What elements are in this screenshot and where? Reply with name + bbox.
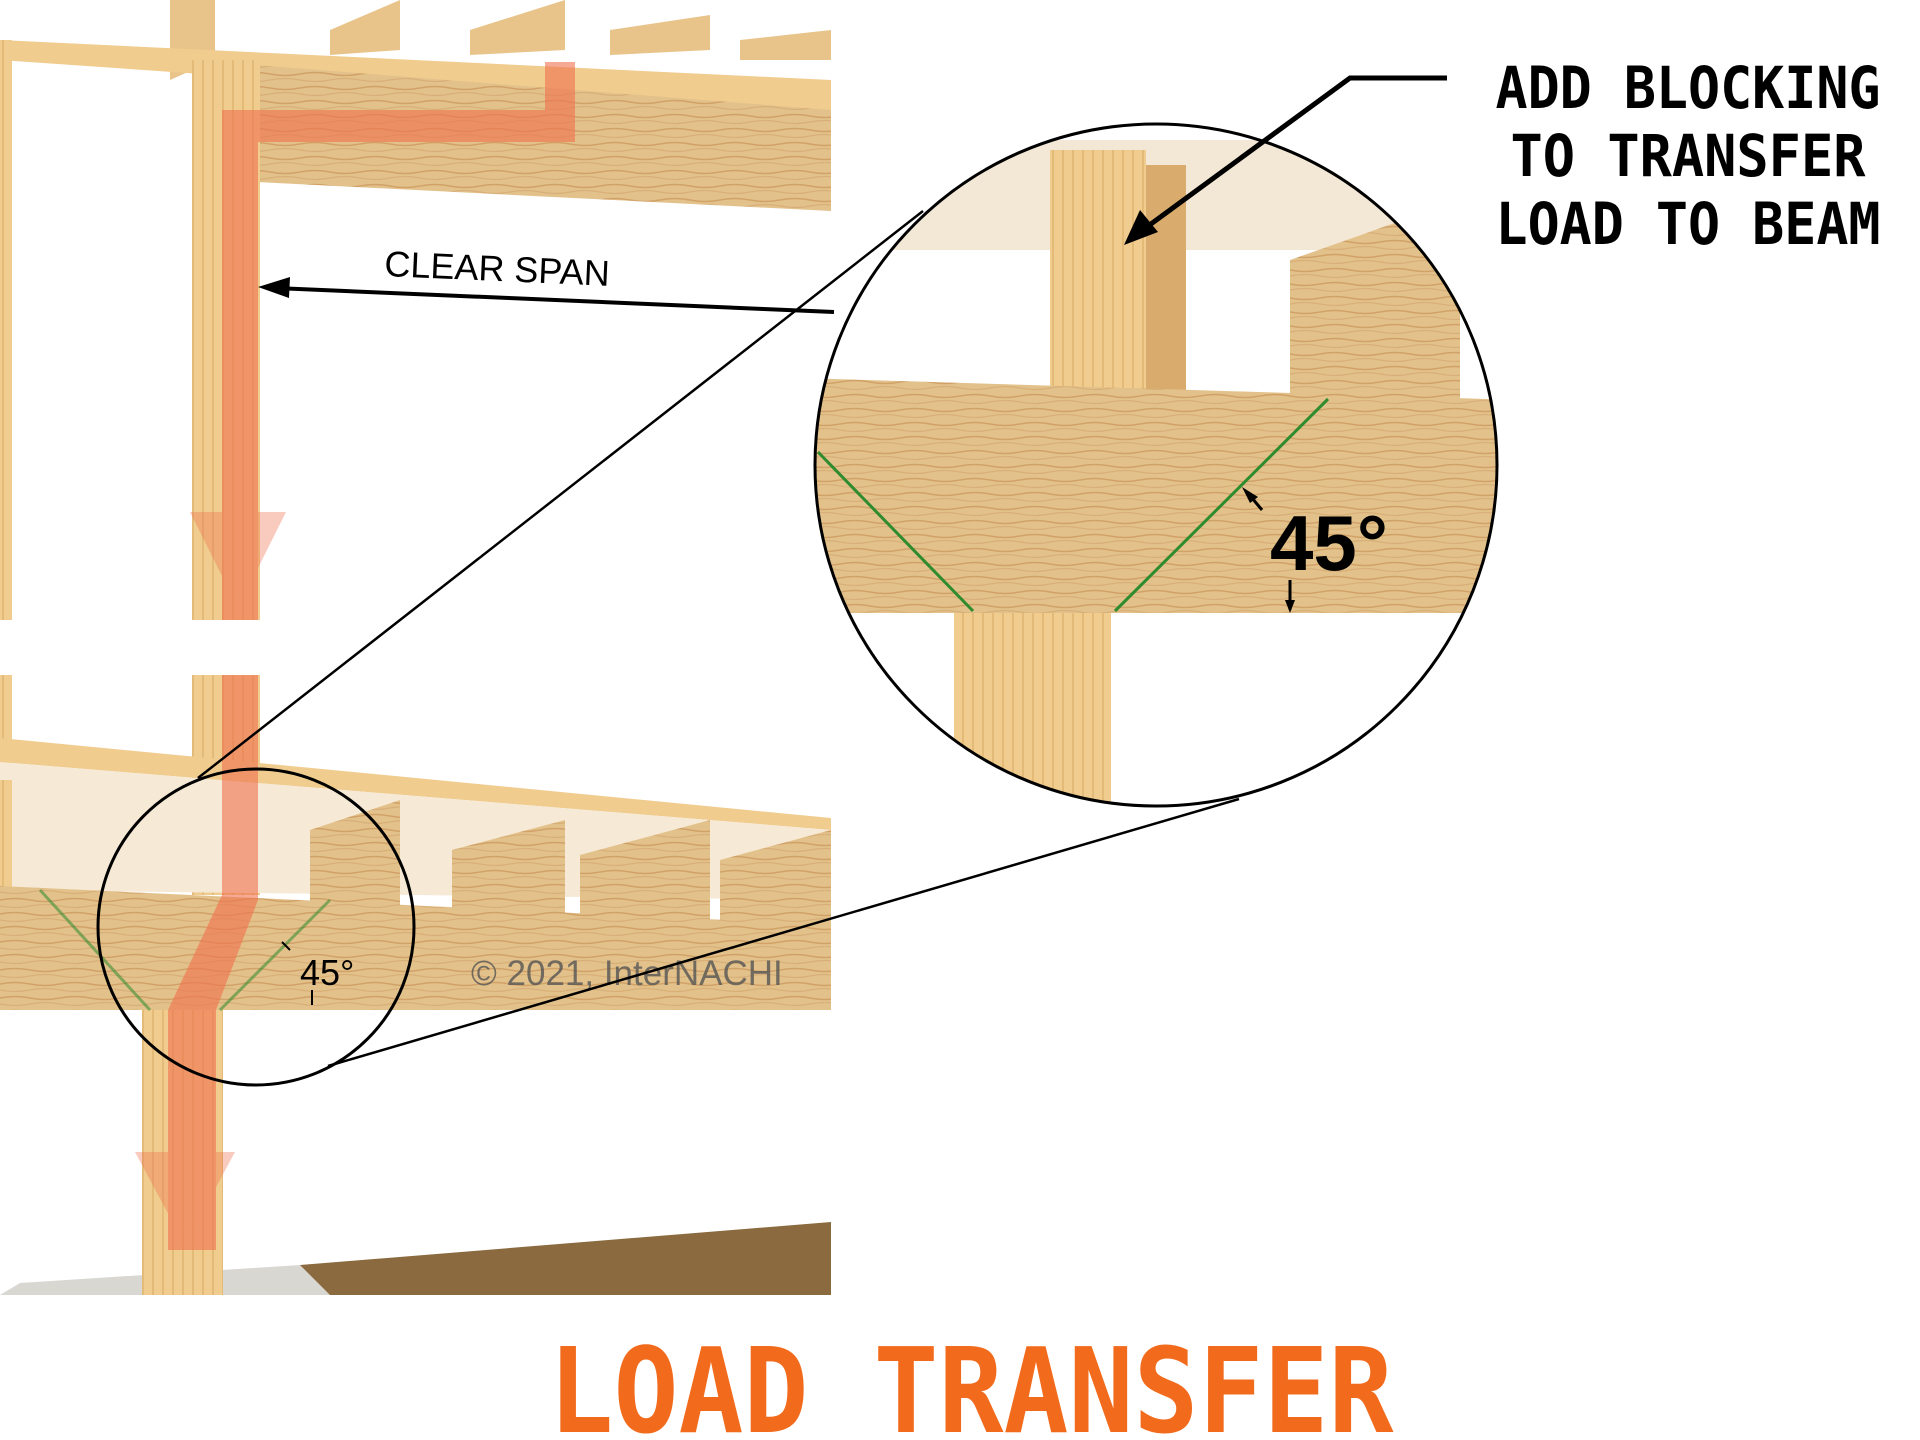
svg-text:LOAD TO BEAM: LOAD TO BEAM	[1496, 190, 1881, 258]
blocking-stud-2	[1146, 165, 1186, 390]
load-arrow	[135, 62, 575, 1250]
angle-label-small: 45°	[300, 952, 354, 993]
svg-text:ADD BLOCKING: ADD BLOCKING	[1496, 54, 1881, 122]
left-edge-stud	[0, 40, 12, 620]
detail-circle-small	[96, 767, 416, 1087]
ground	[300, 1222, 831, 1295]
callout-text: ADD BLOCKING TO TRANSFER LOAD TO BEAM	[1496, 54, 1881, 258]
arrowhead-icon	[1124, 210, 1158, 245]
lower-joists	[310, 800, 831, 925]
arrowhead-icon	[258, 277, 290, 298]
magnified-beam	[815, 378, 1497, 613]
angle-label-large: 45°	[1270, 499, 1388, 587]
copyright-watermark: © 2021, InterNACHI	[471, 954, 783, 993]
lower-top-plate	[0, 738, 831, 830]
detail-circle-large	[813, 122, 1499, 808]
framing-illustration: © 2021, InterNACHI 45°	[0, 0, 831, 1295]
magnify-line-top	[197, 210, 924, 779]
diagram-title: LOAD TRANSFER	[549, 1322, 1395, 1440]
callout-pointer	[1138, 75, 1447, 235]
clear-span-arrow	[274, 286, 835, 314]
detail-magnified	[815, 124, 1497, 806]
svg-text:TO TRANSFER: TO TRANSFER	[1511, 122, 1866, 190]
clear-span-label: CLEAR SPAN	[384, 243, 611, 294]
angle-lines-large	[816, 397, 1330, 613]
magnify-line-bottom	[327, 797, 1240, 1068]
angle-lines-small	[38, 888, 332, 1012]
blocking-stud-1	[1050, 150, 1146, 390]
